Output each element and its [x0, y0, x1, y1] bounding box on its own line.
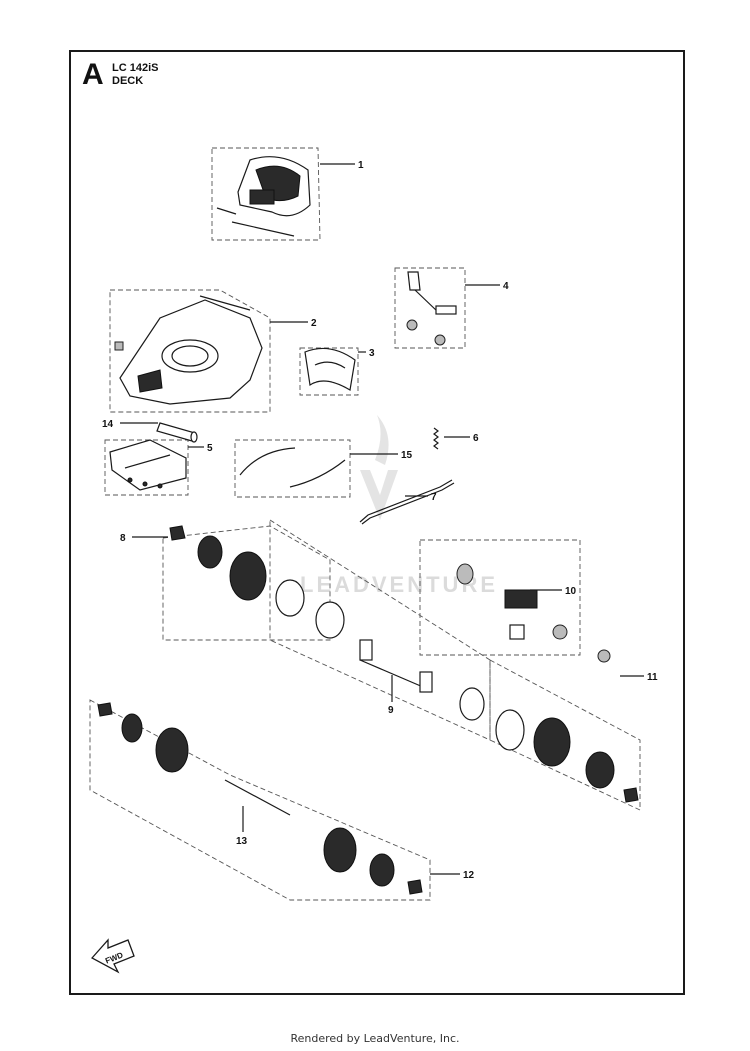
fwd-arrow-icon: FWD [90, 938, 135, 974]
svg-text:8: 8 [120, 533, 126, 544]
part-15-harness [234, 439, 351, 498]
part-6-spring [433, 427, 439, 450]
part-12-13-wheel-group [89, 699, 431, 901]
svg-text:4: 4 [503, 281, 509, 292]
svg-text:3: 3 [369, 348, 375, 359]
callout-11: 11 [620, 672, 658, 683]
callout-2: 2 [270, 318, 317, 329]
part-9-axle [269, 519, 491, 741]
part-2-deck [109, 289, 271, 413]
svg-text:12: 12 [463, 870, 475, 881]
callout-4: 4 [465, 281, 509, 292]
svg-text:9: 9 [388, 705, 394, 716]
svg-text:7: 7 [431, 492, 437, 503]
svg-text:14: 14 [102, 419, 114, 430]
part-5-height-adjuster [104, 439, 189, 496]
svg-text:11: 11 [647, 672, 658, 683]
callout-1: 1 [320, 160, 364, 171]
part-8-wheel-group [162, 525, 345, 641]
callout-9: 9 [388, 675, 394, 716]
svg-text:15: 15 [401, 450, 413, 461]
callout-13: 13 [236, 806, 248, 847]
callout-12: 12 [430, 870, 475, 881]
section-letter: A [82, 58, 104, 91]
svg-text:13: 13 [236, 836, 248, 847]
part-11-wheel-group [489, 649, 641, 811]
svg-text:10: 10 [565, 586, 577, 597]
assembly-name: DECK [112, 75, 144, 87]
footer-credit: Rendered by LeadVenture, Inc. [290, 1032, 460, 1045]
callout-15: 15 [350, 450, 413, 461]
callout-8: 8 [120, 533, 168, 544]
callout-5: 5 [188, 443, 213, 454]
callout-6: 6 [444, 433, 479, 444]
part-10-motor [419, 539, 581, 656]
part-3-deflector [299, 347, 359, 396]
callout-3: 3 [358, 348, 375, 359]
model-title: LC 142iS DECK [112, 62, 158, 88]
callout-10: 10 [530, 586, 577, 597]
svg-text:6: 6 [473, 433, 479, 444]
part-14-tube [156, 422, 198, 443]
svg-text:1: 1 [358, 160, 364, 171]
part-7-rod [359, 479, 455, 525]
watermark: LEADVENTURE [300, 415, 495, 597]
svg-text:5: 5 [207, 443, 213, 454]
part-1-cover [211, 147, 321, 241]
svg-text:2: 2 [311, 318, 317, 329]
diagram-frame [69, 50, 685, 995]
part-4-lever [394, 267, 466, 349]
callout-7: 7 [405, 492, 437, 503]
callout-14: 14 [102, 419, 158, 430]
model-number: LC 142iS [112, 62, 159, 74]
